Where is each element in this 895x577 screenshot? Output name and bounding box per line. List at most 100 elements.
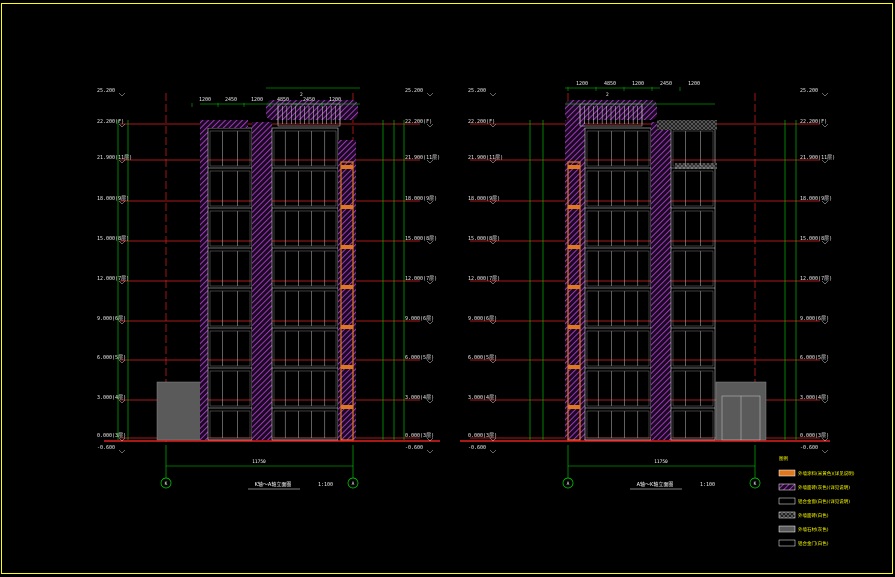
level-label-left: 0.000(3层) xyxy=(97,433,126,439)
legend-label: 外墙涂料(米黄色)(详见说明) xyxy=(798,470,855,477)
legend: 图例 外墙涂料(米黄色)(详见说明)外墙面砖(灰色)(详见说明)铝合金窗(白色)… xyxy=(778,455,855,547)
level-label-left: 6.000(5层) xyxy=(97,355,126,361)
window-frame xyxy=(209,330,251,367)
level-label-left: -0.600 xyxy=(97,445,115,451)
legend-swatch xyxy=(778,497,796,505)
level-marker xyxy=(426,437,434,442)
window-frame xyxy=(586,210,650,247)
left-elevation-title: K轴～A轴立面图 xyxy=(255,481,292,488)
orange-sill xyxy=(568,165,580,169)
window-frame xyxy=(586,130,650,167)
legend-label: 铝合金窗(白色)(详见说明) xyxy=(798,498,850,505)
left-elevation-scale: 1:100 xyxy=(318,482,333,488)
window-frame xyxy=(672,290,714,327)
legend-label: 外墙面砖(灰色)(详见说明) xyxy=(798,484,850,491)
window-frame xyxy=(273,370,337,407)
level-label-left: 25.200 xyxy=(97,88,115,94)
level-label-left: 0.000(3层) xyxy=(468,433,497,439)
level-marker xyxy=(489,449,497,454)
level-marker xyxy=(426,92,434,97)
level-marker xyxy=(426,200,434,205)
level-marker xyxy=(118,449,126,454)
top-dimension: 1200 xyxy=(632,81,644,87)
orange-sill xyxy=(568,245,580,249)
window-frame xyxy=(586,410,650,439)
orange-sill xyxy=(341,365,353,369)
level-marker xyxy=(118,280,126,285)
orange-sill xyxy=(341,245,353,249)
level-marker xyxy=(118,399,126,404)
top-dimension: 2450 xyxy=(225,97,237,103)
level-label-right: 18.000(9层) xyxy=(800,196,832,202)
level-label-left: -0.600 xyxy=(468,445,486,451)
level-marker xyxy=(426,123,434,128)
level-label-left: 3.000(4层) xyxy=(468,395,497,401)
level-label-left: 18.000(9层) xyxy=(97,196,129,202)
window-frame xyxy=(209,410,251,439)
orange-sill xyxy=(341,405,353,409)
level-label-left: 21.900(11层) xyxy=(468,155,503,161)
level-marker xyxy=(426,240,434,245)
level-marker xyxy=(489,399,497,404)
level-marker xyxy=(489,240,497,245)
legend-items: 外墙涂料(米黄色)(详见说明) 外墙面砖(灰色)(详见说明) 铝合金窗(白色)(详见… xyxy=(778,469,855,547)
orange-sill xyxy=(568,285,580,289)
level-label-right: 6.000(5层) xyxy=(405,355,434,361)
left-axis-a: A xyxy=(352,481,355,487)
level-label-right: 25.200 xyxy=(405,88,423,94)
sheet-border xyxy=(1,3,893,574)
legend-swatch xyxy=(778,469,796,477)
orange-sill xyxy=(568,365,580,369)
level-label-right: 6.000(5层) xyxy=(800,355,829,361)
level-marker xyxy=(821,320,829,325)
level-label-right: 9.000(6层) xyxy=(800,316,829,322)
top-dimension: 1200 xyxy=(199,97,211,103)
level-label-right: 22.200(F) xyxy=(800,119,827,125)
right-floor-windows xyxy=(568,130,715,441)
orange-sill xyxy=(568,405,580,409)
level-marker xyxy=(118,123,126,128)
orange-sill xyxy=(341,325,353,329)
level-marker xyxy=(489,92,497,97)
window-frame xyxy=(672,410,714,439)
level-label-left: 22.200(F) xyxy=(468,119,495,125)
level-marker xyxy=(821,449,829,454)
level-marker xyxy=(489,280,497,285)
window-frame xyxy=(672,370,714,407)
left-roof-slats xyxy=(277,106,341,124)
window-frame xyxy=(586,290,650,327)
window-frame xyxy=(273,330,337,367)
level-marker xyxy=(489,159,497,164)
legend-label: 铝合金门(白色) xyxy=(798,540,829,547)
level-marker xyxy=(489,200,497,205)
orange-sill xyxy=(568,205,580,209)
window-frame xyxy=(273,290,337,327)
level-label-left: 22.200(F) xyxy=(97,119,124,125)
level-label-left: 15.000(8层) xyxy=(97,236,129,242)
right-axis-k: K xyxy=(754,481,757,487)
window-frame xyxy=(209,370,251,407)
level-marker xyxy=(489,359,497,364)
legend-swatch xyxy=(778,483,796,491)
level-label-right: 12.000(7层) xyxy=(800,276,832,282)
window-frame xyxy=(209,130,251,167)
level-marker xyxy=(426,359,434,364)
level-label-right: 21.900(11层) xyxy=(405,155,440,161)
top-dimension: 1200 xyxy=(576,81,588,87)
level-label-left: 18.000(9层) xyxy=(468,196,500,202)
window-frame xyxy=(586,370,650,407)
level-marker xyxy=(426,280,434,285)
window-frame xyxy=(586,170,650,207)
level-marker xyxy=(118,437,126,442)
window-frame xyxy=(672,250,714,287)
top-dimension: 4850 xyxy=(277,97,289,103)
orange-sill xyxy=(341,165,353,169)
level-marker xyxy=(489,123,497,128)
orange-sill xyxy=(568,325,580,329)
level-label-right: 15.000(8层) xyxy=(800,236,832,242)
